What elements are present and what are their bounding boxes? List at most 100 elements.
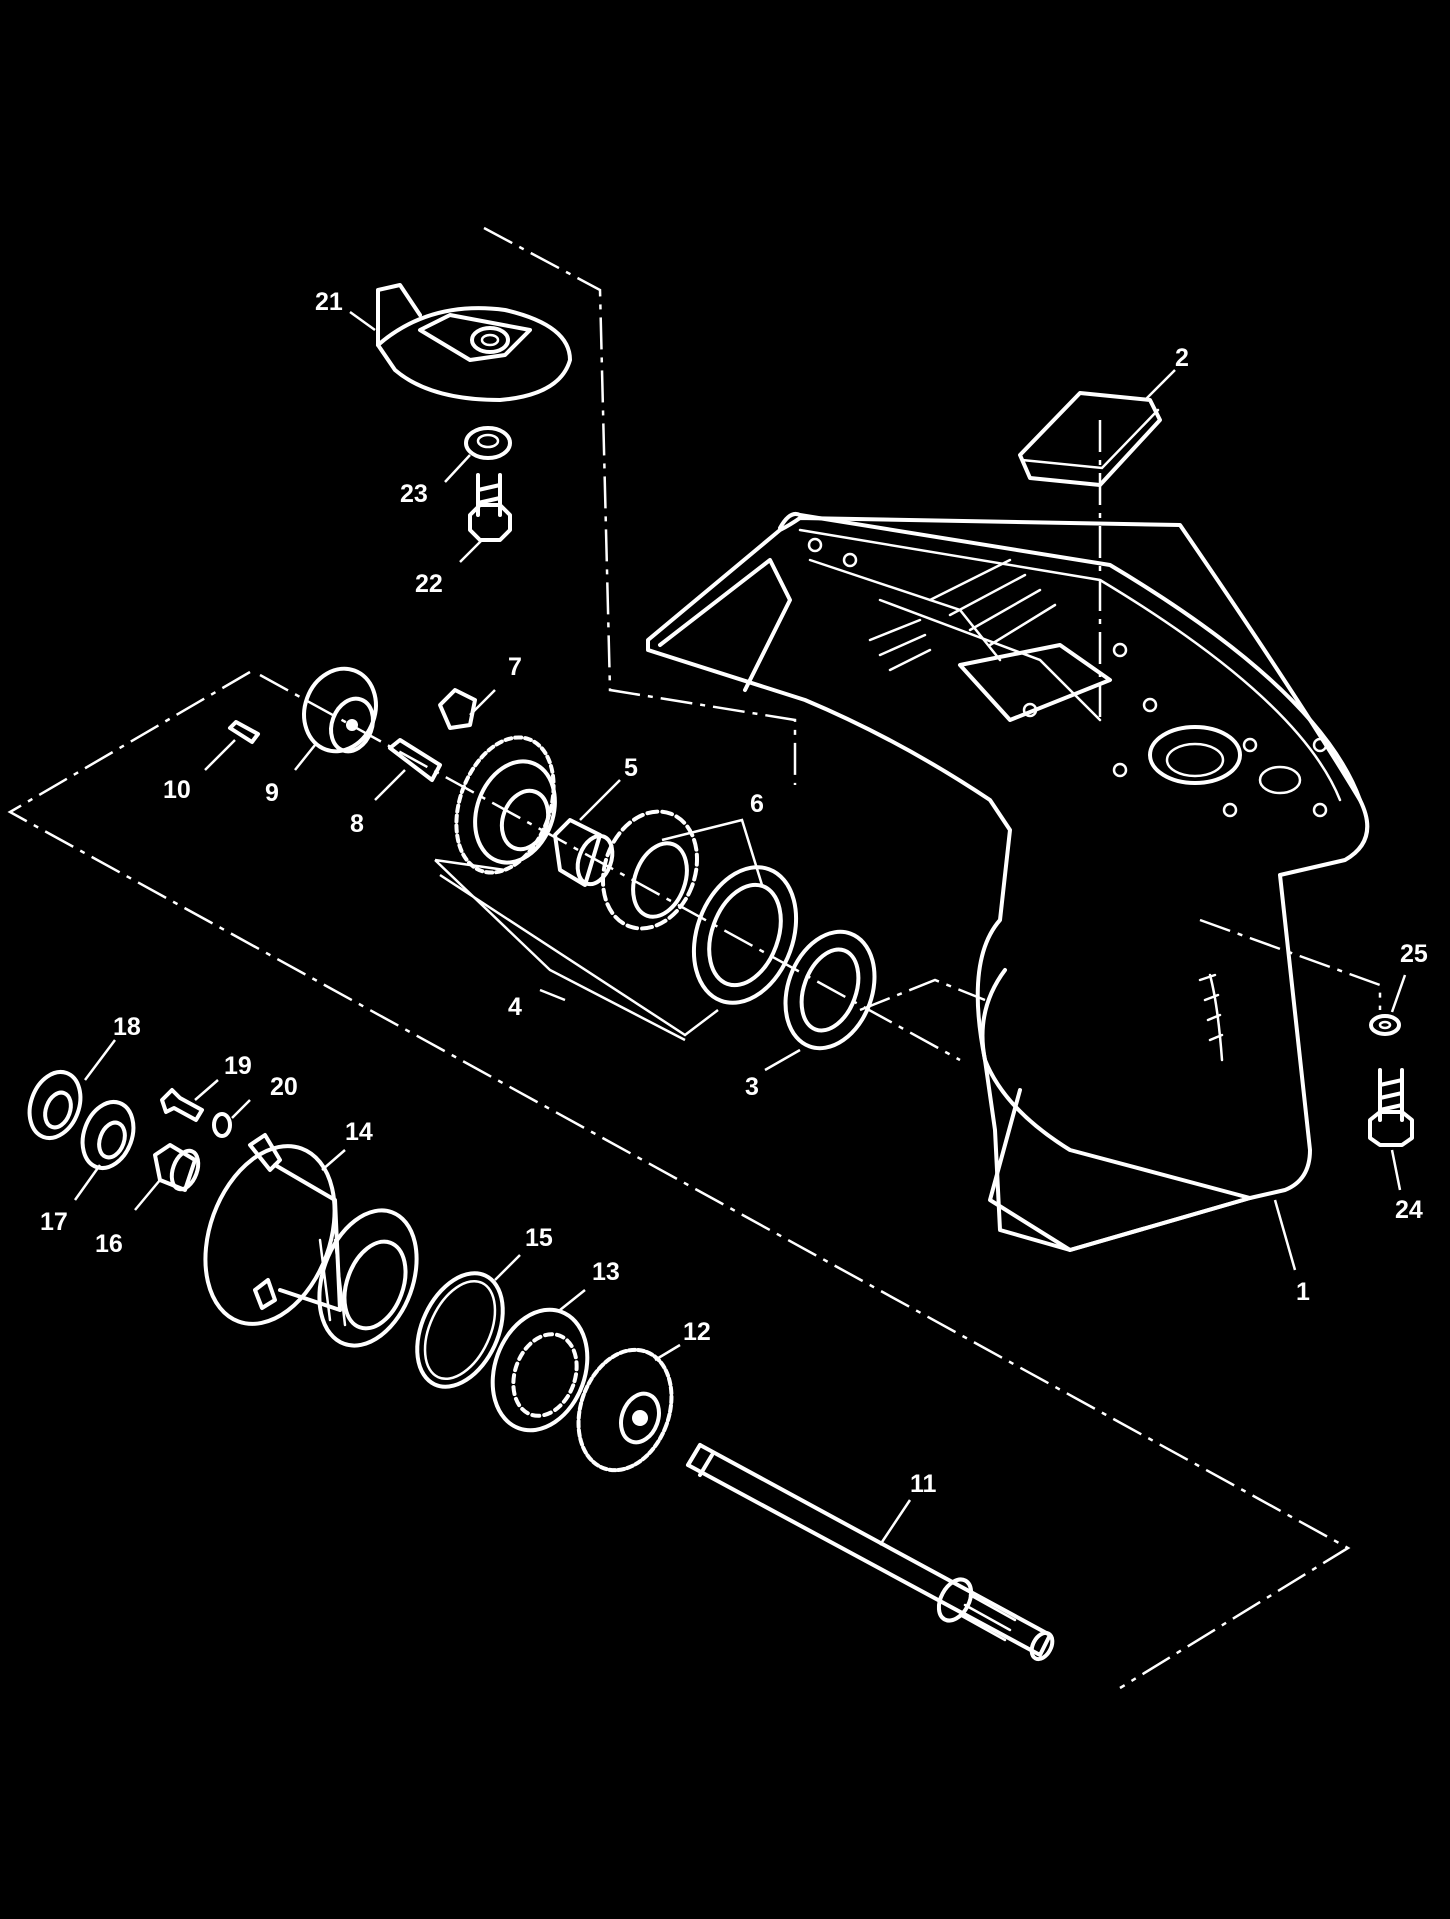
washer-25-outer	[1369, 1014, 1401, 1036]
bolt-19	[160, 1088, 204, 1122]
screw-24-head	[1368, 1110, 1414, 1147]
driveshaft-bore-inner	[1165, 742, 1225, 778]
oil-seal-outer	[783, 929, 877, 1051]
leader-3	[764, 1048, 801, 1072]
washer-23-outer	[464, 426, 512, 460]
callout-4: 4	[508, 993, 522, 1021]
trim-tab-anode	[376, 283, 572, 402]
bushing	[553, 818, 615, 887]
seal-18-inner	[43, 1090, 73, 1130]
callout-19: 19	[224, 1052, 252, 1080]
deck-rim	[798, 528, 1342, 802]
anode-plate	[376, 306, 572, 402]
leader-23	[444, 454, 471, 483]
taper-roller-bearing	[600, 809, 799, 1005]
bolt-19-outline	[160, 1088, 204, 1122]
dog-clutch	[302, 666, 378, 754]
leader-22	[459, 539, 483, 563]
callout-18: 18	[113, 1013, 141, 1041]
cover-plug-outline	[1018, 391, 1162, 487]
leader-18	[84, 1039, 116, 1081]
washer-25-inner	[1378, 1020, 1392, 1030]
callout-16: 16	[95, 1230, 123, 1258]
callout-11: 11	[910, 1470, 937, 1498]
leader-9	[294, 744, 316, 771]
callout-6: 6	[750, 790, 764, 818]
drive-gear-hub	[499, 788, 551, 852]
seal-axis-line	[859, 978, 986, 1012]
shift-cam-outline	[438, 688, 477, 730]
pinion-shaft-axis-line	[7, 670, 1351, 1690]
callout-8: 8	[350, 810, 364, 838]
deck-ribs	[868, 558, 1057, 672]
callout-21: 21	[315, 288, 343, 316]
cross-pin-outline	[228, 720, 260, 744]
carrier-tab	[248, 1133, 282, 1310]
washer-20	[212, 1112, 232, 1138]
housing-marking	[1198, 973, 1224, 1062]
anti-ventilation-plate	[658, 558, 792, 692]
washer-23	[464, 426, 512, 460]
leader-25	[1390, 974, 1407, 1013]
seal-17-outer	[80, 1100, 136, 1170]
gearcase-housing	[646, 511, 1370, 1252]
seal-18-outer	[27, 1070, 83, 1140]
drive-gear-body	[473, 759, 557, 865]
callout-15: 15	[525, 1224, 553, 1252]
anode-fin	[376, 283, 422, 347]
pin-8-outline	[388, 738, 442, 782]
screw-24	[1368, 1068, 1414, 1147]
leader-16	[134, 1179, 161, 1211]
clutch-center	[346, 719, 358, 731]
leader-15	[494, 1254, 521, 1281]
leader-2	[1144, 369, 1176, 401]
pin-8	[388, 738, 442, 782]
leader-6	[661, 818, 764, 886]
propeller-shaft-thread	[686, 1443, 714, 1477]
propeller-shaft	[686, 1443, 1055, 1662]
bearing-cup-inner	[707, 882, 783, 988]
needle-bearing-face	[169, 1148, 201, 1192]
cover-plug	[1018, 391, 1162, 487]
carrier-barrel-inner	[342, 1239, 408, 1331]
bushing-outline	[553, 818, 602, 887]
callout-5: 5	[624, 754, 638, 782]
leader-14	[321, 1149, 346, 1171]
driveshaft-bore	[1148, 725, 1242, 785]
cover-plug-top	[1020, 408, 1160, 470]
washer-20-outline	[212, 1112, 232, 1138]
ball-bearing-outer	[490, 1307, 590, 1433]
callout-2: 2	[1175, 344, 1189, 372]
ball-bearing	[490, 1307, 590, 1433]
reverse-gear-hub	[619, 1391, 661, 1445]
leader-13	[559, 1289, 586, 1311]
drive-gear	[454, 735, 557, 875]
propeller-shaft-end	[1029, 1630, 1055, 1662]
bolt-22-head	[468, 503, 512, 542]
leader-24	[1390, 1149, 1402, 1191]
bearing-cone-inner	[631, 841, 689, 919]
water-tube-bore	[1258, 765, 1302, 795]
seal-18	[27, 1070, 83, 1140]
bearing-cup-outer	[691, 865, 799, 1005]
callout-labels: 1 2 3 4 5 6 7 8 9 10 11 12 13 14 15 16 1…	[40, 288, 1428, 1498]
callout-25: 25	[1400, 940, 1428, 968]
needle-bearing	[153, 1143, 201, 1192]
clutch-face	[329, 696, 375, 754]
bushing-face	[575, 833, 615, 887]
leader-5	[579, 779, 621, 821]
bearing-cone	[600, 809, 700, 931]
deck-channel-2	[878, 598, 1102, 722]
callout-13: 13	[592, 1258, 620, 1286]
leader-7	[469, 689, 496, 716]
o-ring-outer	[415, 1271, 505, 1389]
carrier-barrel	[317, 1208, 419, 1348]
callout-3: 3	[745, 1073, 759, 1101]
leader-17	[73, 1164, 102, 1201]
bearing-carrier	[203, 1133, 419, 1348]
callout-7: 7	[508, 653, 522, 681]
shift-cam	[438, 688, 477, 730]
leader-21	[349, 310, 376, 332]
